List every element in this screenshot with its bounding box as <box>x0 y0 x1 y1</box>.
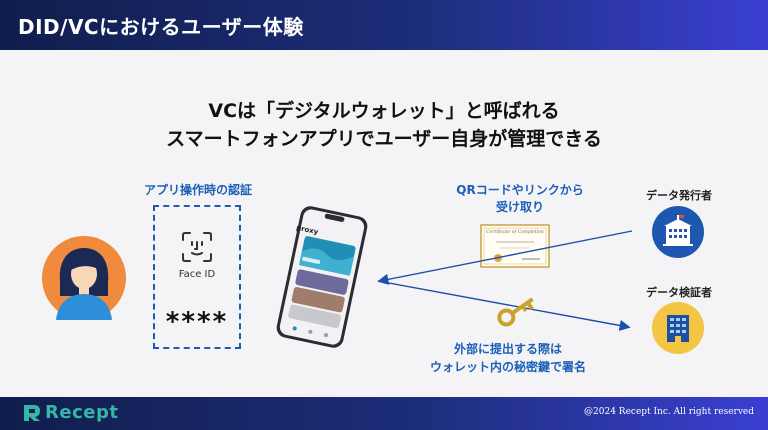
receive-line-1: QRコードやリンクから <box>456 183 584 197</box>
receive-label: QRコードやリンクから 受け取り <box>440 182 600 216</box>
user-avatar-icon <box>42 236 126 320</box>
face-id-icon <box>182 232 212 262</box>
headline-line-1: VCは「デジタルウォレット」と呼ばれる <box>208 100 560 122</box>
footer-bar: Recept @2024 Recept Inc. All right reser… <box>0 397 768 430</box>
pin-code: **** <box>165 307 229 337</box>
arrow-wallet-to-verifier <box>377 280 631 331</box>
auth-title: アプリ操作時の認証 <box>143 183 252 197</box>
verifier-office-icon <box>652 302 704 354</box>
receive-line-2: 受け取り <box>495 200 544 214</box>
recept-logo-icon <box>24 405 40 421</box>
sign-label: 外部に提出する際は ウォレット内の秘密鍵で署名 <box>418 340 598 376</box>
certificate-icon <box>480 224 550 268</box>
brand-name: Recept <box>45 402 119 423</box>
issuer-label: データ発行者 <box>646 189 712 202</box>
issuer-building-icon <box>652 206 704 258</box>
sign-line-2: ウォレット内の秘密鍵で署名 <box>429 360 586 374</box>
face-id-label: Face ID <box>178 269 216 280</box>
copyright-text: @2024 Recept Inc. All right reserved <box>584 407 754 417</box>
verifier-label: データ検証者 <box>646 286 712 299</box>
arrow-issuer-to-wallet <box>377 230 633 285</box>
key-icon <box>497 297 534 327</box>
certificate-title: Certificate of Completion <box>486 230 544 235</box>
header-bar: DID/VCにおけるユーザー体験 <box>0 0 768 50</box>
headline-line-2: スマートフォンアプリでユーザー自身が管理できる <box>166 128 602 150</box>
smartphone-wallet <box>276 206 368 348</box>
auth-box: Face ID **** <box>153 205 241 349</box>
page-title: DID/VCにおけるユーザー体験 <box>18 15 304 39</box>
certificate-card: Certificate of Completion <box>480 224 550 268</box>
flow-arrows <box>377 230 633 331</box>
sign-line-1: 外部に提出する際は <box>453 342 562 356</box>
